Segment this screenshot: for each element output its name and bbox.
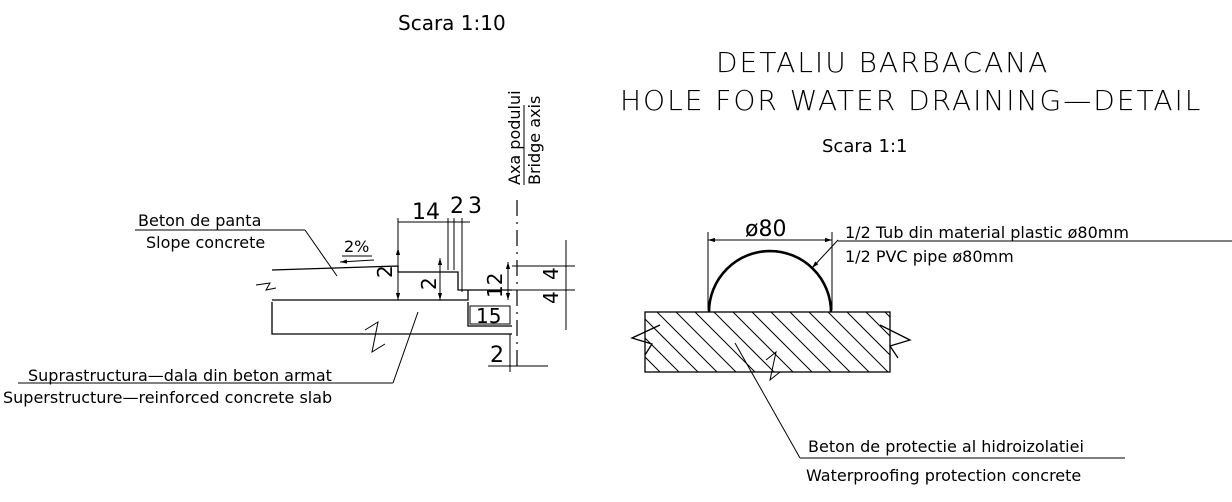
concrete-hatch	[645, 312, 1002, 372]
hatch-line	[675, 312, 737, 372]
axis-label-ro: Axa podului	[505, 90, 524, 185]
hatch-line	[770, 312, 832, 372]
slope-concrete-label-ro: Beton de panta	[138, 211, 261, 230]
diameter-label: ø80	[745, 217, 786, 242]
left-scale-label: Scara 1:10	[398, 11, 506, 35]
dim-2-mid-b: 2	[417, 277, 441, 290]
superstructure-label-ro: Suprastructura—dala din beton armat	[28, 366, 332, 385]
break-symbol-left	[255, 282, 277, 291]
axis-label-en: Bridge axis	[525, 96, 544, 185]
protection-label-en: Waterproofing protection concrete	[806, 466, 1081, 485]
dim-14: 14	[412, 200, 440, 225]
dim-4-bottom: 4	[539, 291, 563, 304]
protection-leader	[734, 342, 801, 459]
dim-2-bottom: 2	[490, 343, 504, 368]
hatch-line	[789, 312, 851, 372]
dim-2-left-a: 2	[373, 265, 397, 278]
pipe-leader	[811, 239, 839, 269]
detail-title-en: HOLE FOR WATER DRAINING—DETAIL	[620, 84, 1202, 117]
detail-title-ro: DETALIU BARBACANA	[716, 46, 1049, 79]
slope-concrete-top	[271, 265, 512, 291]
hatch-line	[942, 312, 1002, 372]
half-pvc-pipe	[707, 249, 833, 313]
right-scale-label: Scara 1:1	[822, 136, 907, 157]
dim-2-top: 2	[450, 194, 464, 219]
protection-label-ro: Beton de protectie al hidroizolatiei	[808, 437, 1084, 456]
hatch-line	[846, 312, 890, 356]
superstructure-leader	[392, 311, 419, 384]
slope-arrow	[339, 259, 375, 264]
dim-12: 12	[483, 273, 507, 298]
hatch-line	[732, 312, 794, 372]
hatch-line	[904, 312, 964, 372]
dim-4-top: 4	[539, 267, 563, 280]
slope-concrete-bottom	[272, 290, 469, 301]
hatch-line	[645, 356, 661, 372]
hatch-line	[808, 312, 870, 372]
slab-outline	[271, 302, 512, 335]
break-symbol-right-block	[879, 324, 912, 359]
hatch-line	[713, 312, 775, 372]
dim-15: 15	[476, 304, 501, 328]
break-symbol-mid-block	[765, 350, 781, 382]
right-detail: DETALIU BARBACANA HOLE FOR WATER DRAININ…	[620, 46, 1232, 485]
break-symbol-slab	[364, 320, 386, 354]
hatch-line	[645, 318, 699, 372]
left-detail: Scara 1:10 Axa podului Bridge axis Beton…	[3, 11, 575, 407]
pipe-label-en: 1/2 PVC pipe ø80mm	[845, 247, 1014, 266]
superstructure-label-en: Superstructure—reinforced concrete slab	[3, 388, 332, 407]
pipe-label-ro: 1/2 Tub din material plastic ø80mm	[845, 223, 1129, 242]
hatch-line	[694, 312, 756, 372]
hatch-line	[865, 312, 890, 337]
protection-concrete-block	[644, 311, 891, 373]
dim-15-frame	[469, 305, 511, 325]
hatch-line	[884, 312, 890, 318]
break-symbol-left-block	[630, 324, 661, 356]
hatch-line	[656, 312, 718, 372]
hatch-line	[645, 337, 680, 372]
hatch-line	[923, 312, 983, 372]
slope-concrete-label-en: Slope concrete	[146, 233, 265, 252]
slope-value: 2%	[344, 237, 369, 256]
slab-notch	[467, 302, 512, 327]
dim-3: 3	[468, 194, 482, 219]
hatch-line	[827, 312, 889, 372]
hatch-line	[751, 312, 813, 372]
